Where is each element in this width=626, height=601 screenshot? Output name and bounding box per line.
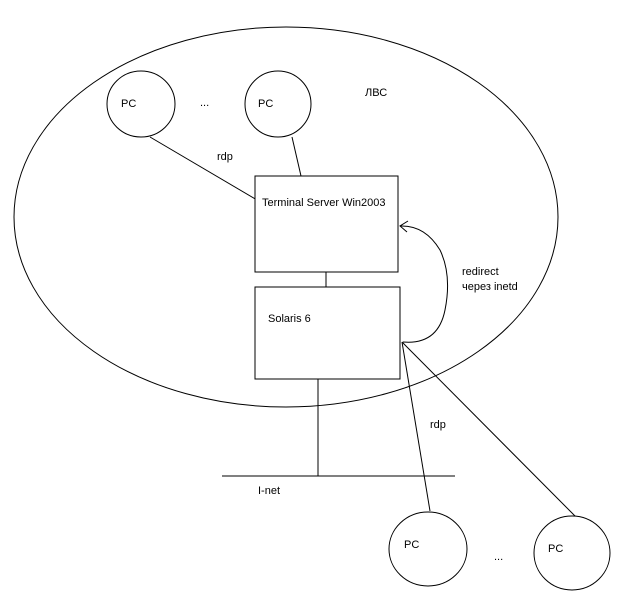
lan-pc-2-label: PC [258, 98, 273, 110]
inet-pc-2-label: PC [548, 543, 563, 555]
lan-pc-1-label: PC [121, 98, 136, 110]
redirect-arrowhead [399, 220, 409, 233]
inet-pc1-to-solaris-line [401, 341, 431, 512]
redirect-label-line1: redirect [462, 266, 499, 278]
lan-boundary [13, 26, 559, 408]
terminal-server-label: Terminal Server Win2003 [262, 197, 386, 209]
lan-pc-2 [244, 70, 312, 138]
redirect-label-line2: через inetd [462, 281, 518, 293]
solaris-label: Solaris 6 [268, 313, 311, 325]
inet-label: I-net [258, 485, 280, 497]
terminal-server-box [254, 175, 399, 273]
lan-pc-ellipsis: ... [200, 97, 209, 109]
lan-label: ЛВС [365, 87, 387, 99]
redirect-arc [399, 225, 449, 343]
pc1-to-terminal-server-line [149, 136, 258, 201]
pc2-to-terminal-server-line [291, 136, 302, 177]
inet-pc-1-label: PC [404, 539, 419, 551]
inet-rdp-label: rdp [430, 419, 446, 431]
inet-pc-2 [533, 515, 611, 591]
lan-pc-1 [106, 70, 176, 138]
solaris-box [254, 286, 401, 380]
inet-pc-1 [388, 511, 468, 587]
inet-pc2-to-solaris-line [401, 341, 577, 518]
inet-pc-ellipsis: ... [494, 551, 503, 563]
lan-rdp-label: rdp [217, 151, 233, 163]
